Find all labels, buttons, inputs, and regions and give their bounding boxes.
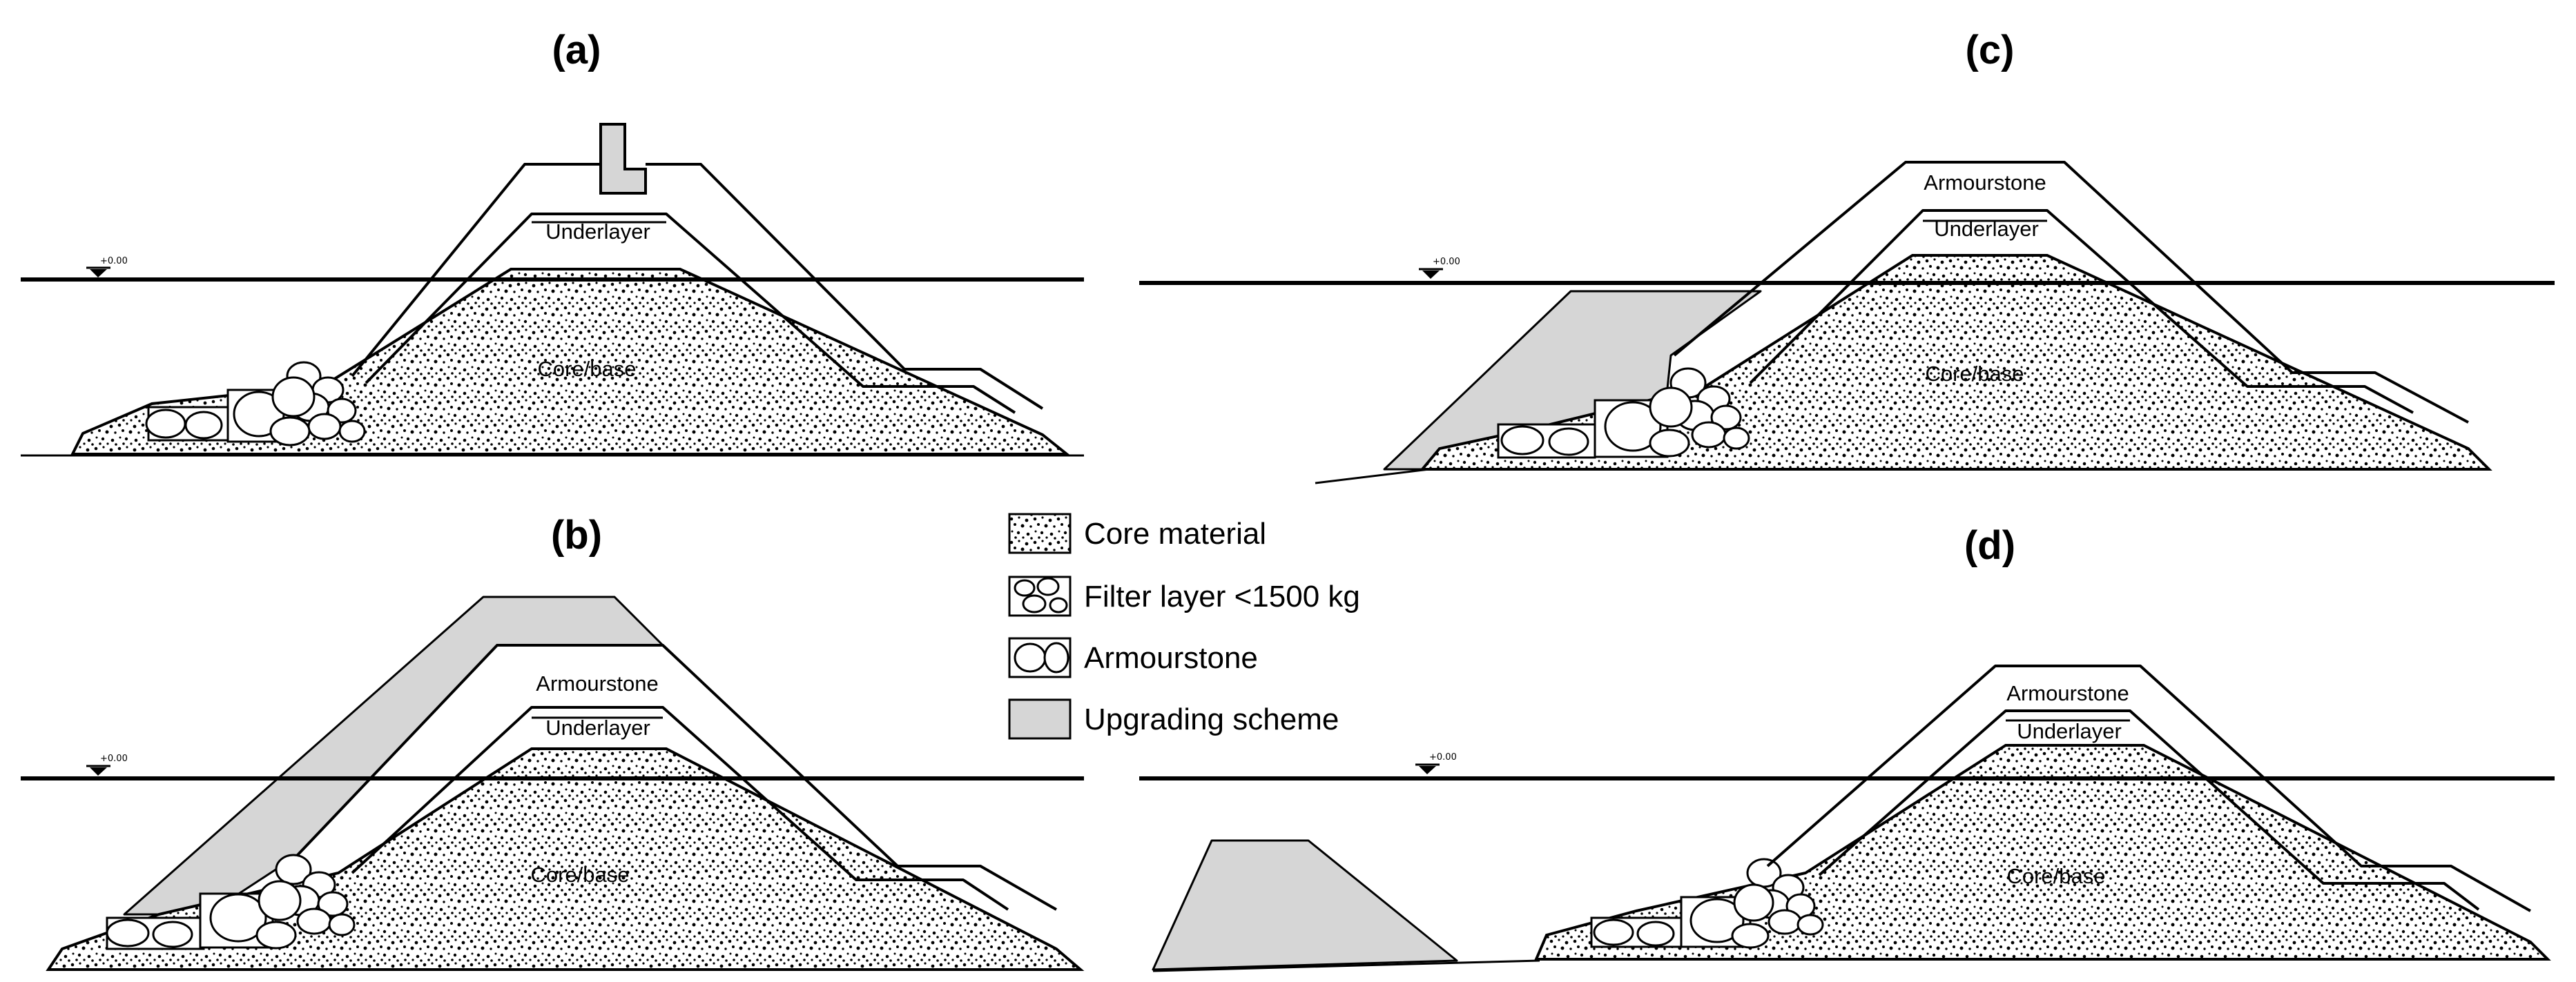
armour-toe: [145, 376, 316, 446]
underlayer-outline: [365, 213, 1016, 414]
armour-toe: [1590, 883, 1774, 949]
core-label: Core/base: [537, 357, 636, 381]
panel-d: (d): [1139, 523, 2555, 972]
panel-a: (a): [21, 28, 1084, 457]
underlayer-outline: [1749, 209, 2414, 414]
armourstone-outline: [1673, 161, 2469, 424]
legend-swatch-core: [1008, 513, 1072, 554]
armour-toe: [106, 880, 302, 950]
panel-b-letter: (b): [551, 513, 602, 558]
underlayer-label: Underlayer: [545, 716, 650, 740]
svg-text:+0.00: +0.00: [100, 256, 128, 266]
panel-b: (b): [21, 513, 1085, 971]
core-label: Core/base: [1925, 362, 2024, 386]
legend-label-armour: Armourstone: [1084, 641, 1258, 675]
legend-swatch-armour: [1008, 637, 1072, 678]
armourstone-outline: [296, 644, 1057, 911]
armourstone-outline: [351, 163, 601, 377]
underlayer-label: Underlayer: [545, 219, 650, 244]
water-level-marker: +0.00: [1415, 752, 1457, 774]
legend-label-filter: Filter layer <1500 kg: [1084, 580, 1360, 613]
panel-d-letter: (d): [1964, 523, 2015, 568]
panel-c-letter: (c): [1966, 28, 2015, 72]
underlayer-outline: [351, 706, 1009, 911]
svg-text:+0.00: +0.00: [1429, 752, 1457, 763]
water-level-marker: +0.00: [86, 256, 128, 277]
svg-text:+0.00: +0.00: [100, 754, 128, 764]
armourstone-label: Armourstone: [536, 671, 658, 696]
core-label: Core/base: [530, 863, 629, 887]
armourstone-label: Armourstone: [1924, 170, 2046, 195]
legend-label-core: Core material: [1084, 517, 1266, 551]
armourstone-outline: [1766, 665, 2531, 912]
underlayer-label: Underlayer: [2017, 719, 2122, 743]
underlayer-outline: [1818, 709, 2480, 911]
legend-swatch-filter: [1008, 576, 1072, 617]
legend-label-upgrade: Upgrading scheme: [1084, 703, 1339, 736]
core-label: Core/base: [2006, 864, 2105, 888]
panel-a-letter: (a): [552, 28, 601, 72]
svg-text:+0.00: +0.00: [1433, 257, 1460, 267]
legend: Core material Filter layer <1500 kg Armo…: [1008, 513, 1360, 740]
crown-wall: [599, 123, 647, 195]
armourstone-label: Armourstone: [2006, 681, 2129, 705]
water-level-marker: +0.00: [1419, 257, 1460, 279]
water-level-marker: +0.00: [86, 754, 128, 776]
legend-swatch-upgrade: [1008, 698, 1072, 740]
armour-toe: [1497, 386, 1693, 459]
upgrade-scheme: [1152, 839, 1458, 971]
underlayer-label: Underlayer: [1934, 217, 2039, 241]
panel-c: (c): [1139, 28, 2555, 484]
